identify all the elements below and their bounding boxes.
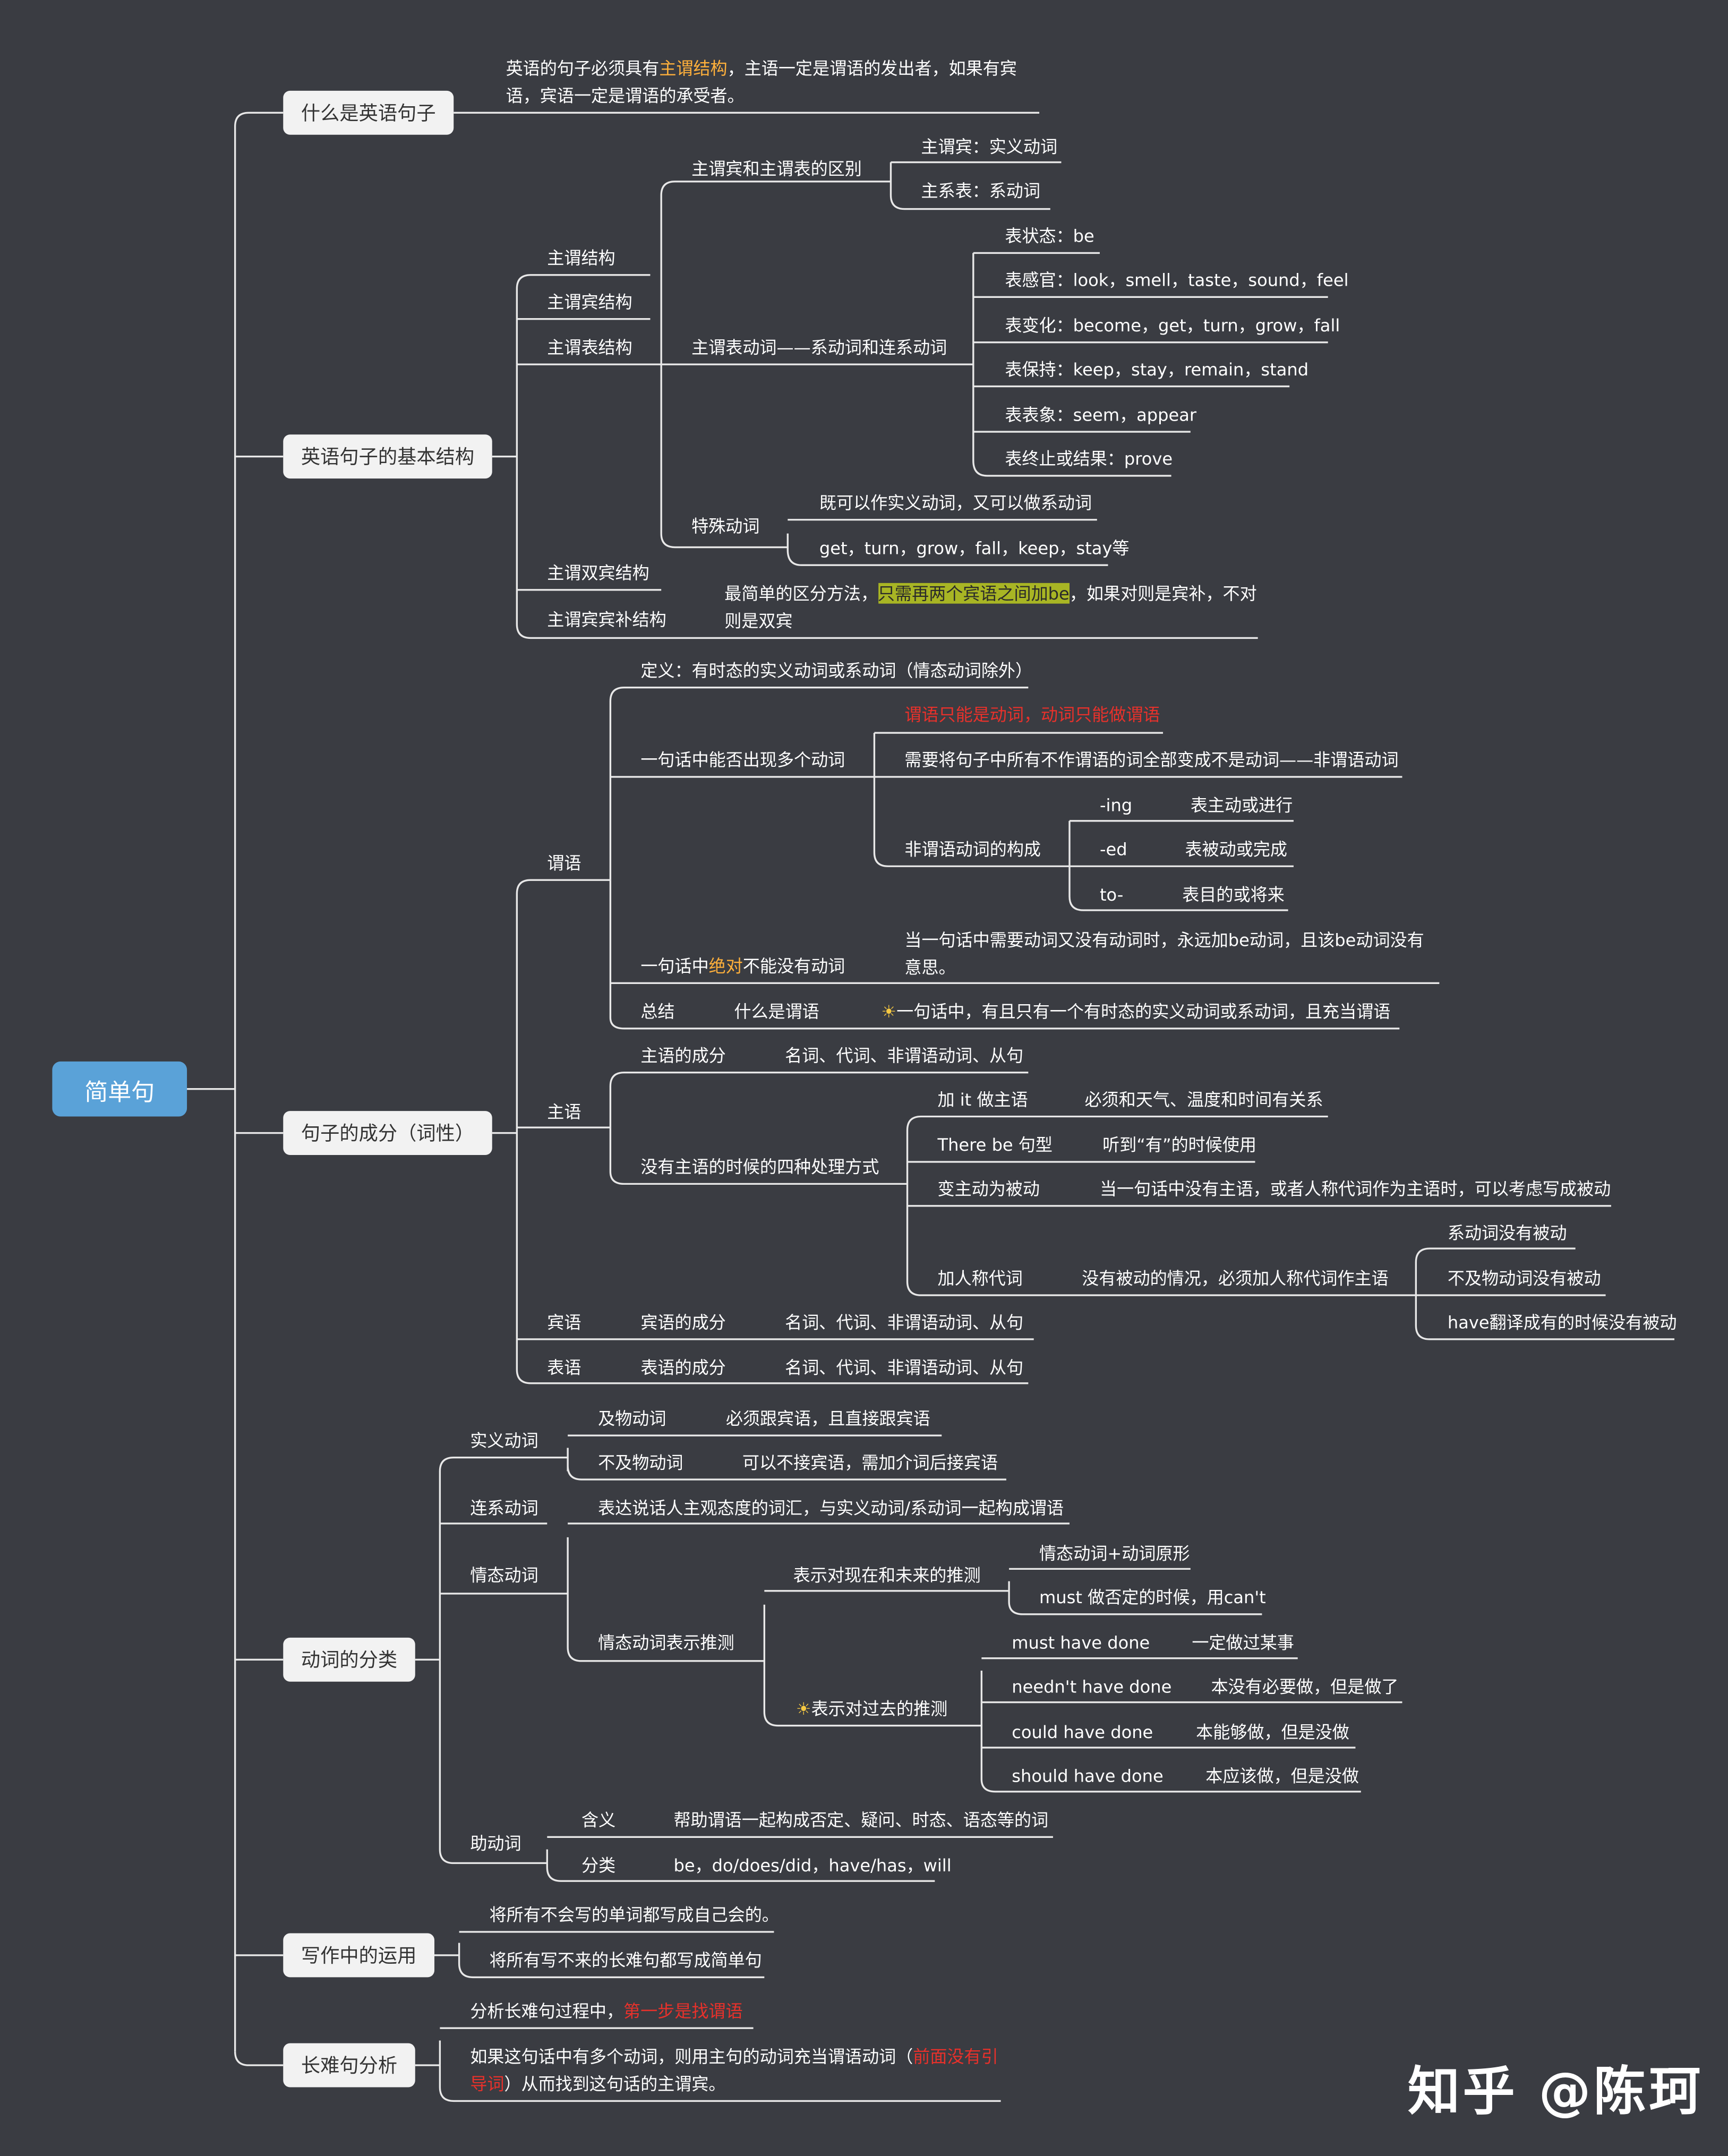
b3-to: to- xyxy=(1099,884,1124,905)
b3-subject-comp: 主语的成分 xyxy=(640,1045,726,1066)
b3-no-subject-2: There be 句型 xyxy=(937,1134,1053,1155)
sun-icon: ☀ xyxy=(881,1000,897,1022)
b3-nonfinite: 非谓语动词的构成 xyxy=(904,839,1041,860)
b4-present-2: must 做否定的时候，用can't xyxy=(1039,1587,1266,1607)
b3-definition: 定义：有时态的实义动词或系动词（情态动词除外） xyxy=(640,660,1033,681)
b1-description: 英语的句子必须具有主谓结构，主语一定是谓语的发出者，如果有宾语，宾语一定是谓语的… xyxy=(506,57,1017,106)
b3-no-subject-1-desc: 必须和天气、温度和时间有关系 xyxy=(1084,1089,1323,1110)
b3-no-subject-4: 加人称代词 xyxy=(937,1268,1023,1289)
b4-past-3-desc: 本能够做，但是没做 xyxy=(1196,1721,1349,1742)
b4-past-inference: ☀表示对过去的推测 xyxy=(795,1698,948,1719)
b4-past-4-desc: 本应该做，但是没做 xyxy=(1205,1765,1359,1786)
b2-link-5: 表表象：seem，appear xyxy=(1005,404,1197,425)
b3-no-subject: 没有主语的时候的四种处理方式 xyxy=(640,1156,879,1177)
b2-svoc: 主谓宾宾补结构 xyxy=(547,609,666,630)
root-node[interactable]: 简单句 xyxy=(52,1061,187,1117)
b4-modal-verbs: 情态动词 xyxy=(470,1564,538,1586)
b3-no-subject-1: 加 it 做主语 xyxy=(937,1089,1028,1110)
b3-subject: 主语 xyxy=(547,1101,581,1122)
branch-basic-structure[interactable]: 英语句子的基本结构 xyxy=(283,434,492,479)
b3-multi-2: 需要将句子中所有不作谓语的词全部变成不是动词——非谓语动词 xyxy=(904,749,1399,770)
b2-double-object-tip: 最简单的区分方法，只需再两个宾语之间加be，如果对则是宾补，不对则是双宾 xyxy=(724,583,1257,631)
b2-diff: 主谓宾和主谓表的区别 xyxy=(691,158,862,179)
b3-object-comp: 宾语的成分 xyxy=(640,1312,726,1333)
b3-no-passive-3: have翻译成有的时候没有被动 xyxy=(1447,1312,1677,1333)
b3-ing-desc: 表主动或进行 xyxy=(1190,794,1293,816)
b2-diff-2: 主系表：系动词 xyxy=(921,180,1040,201)
b2-svoo: 主谓双宾结构 xyxy=(547,562,649,583)
b3-no-subject-4-desc: 没有被动的情况，必须加人称代词作主语 xyxy=(1082,1268,1389,1289)
b4-real-verbs: 实义动词 xyxy=(470,1430,538,1451)
b4-past-2-desc: 本没有必要做，但是做了 xyxy=(1211,1676,1399,1697)
b4-intransitive: 不及物动词 xyxy=(598,1452,683,1473)
b4-present-inference: 表示对现在和未来的推测 xyxy=(793,1564,981,1586)
b2-link-verbs: 主谓表动词——系动词和连系动词 xyxy=(691,337,947,358)
b2-special-2: get，turn，grow，fall，keep，stay等 xyxy=(819,537,1130,559)
b2-svo-intro: 主谓结构 xyxy=(547,247,615,268)
b4-auxiliary: 助动词 xyxy=(470,1833,521,1854)
b3-predicate: 谓语 xyxy=(547,852,581,874)
b3-ing: -ing xyxy=(1099,794,1133,816)
b3-multi-1: 谓语只能是动词，动词只能做谓语 xyxy=(904,704,1160,725)
b3-must-have-verb: 一句话中绝对不能没有动词 xyxy=(640,955,845,977)
b4-aux-class-desc: be，do/does/did，have/has，will xyxy=(673,1854,952,1876)
branch-sentence-components[interactable]: 句子的成分（词性） xyxy=(283,1111,492,1155)
b3-complement-comp-desc: 名词、代词、非谓语动词、从句 xyxy=(785,1357,1024,1378)
b4-past-1: must have done xyxy=(1012,1632,1150,1653)
b2-link-3: 表变化：become，get，turn，grow，fall xyxy=(1005,314,1340,336)
b3-object-comp-desc: 名词、代词、非谓语动词、从句 xyxy=(785,1312,1024,1333)
b2-link-6: 表终止或结果：prove xyxy=(1005,448,1173,469)
b4-linking-verbs: 连系动词 xyxy=(470,1497,538,1518)
b6-analysis-2: 如果这句话中有多个动词，则用主句的动词充当谓语动词（前面没有引导词）从而找到这句… xyxy=(470,2046,998,2094)
b4-modal-desc: 表达说话人主观态度的词汇，与实义动词/系动词一起构成谓语 xyxy=(598,1497,1064,1518)
b3-summary-desc: ☀一句话中，有且只有一个有时态的实义动词或系动词，且充当谓语 xyxy=(881,1000,1391,1022)
b2-diff-1: 主谓宾：实义动词 xyxy=(921,136,1058,157)
b3-no-subject-3-desc: 当一句话中没有主语，或者人称代词作为主语时，可以考虑写成被动 xyxy=(1099,1178,1611,1199)
b4-past-4: should have done xyxy=(1012,1765,1164,1786)
b3-no-subject-2-desc: 听到“有”的时候使用 xyxy=(1102,1134,1256,1155)
branch-writing-use[interactable]: 写作中的运用 xyxy=(283,1933,435,1978)
b4-aux-meaning-desc: 帮助谓语一起构成否定、疑问、时态、语态等的词 xyxy=(673,1809,1049,1830)
b2-svo: 主谓宾结构 xyxy=(547,291,632,312)
b3-multi-verbs: 一句话中能否出现多个动词 xyxy=(640,749,845,770)
b2-link-4: 表保持：keep，stay，remain，stand xyxy=(1005,358,1309,380)
b4-modal-inference: 情态动词表示推测 xyxy=(598,1632,734,1653)
b3-to-desc: 表目的或将来 xyxy=(1182,884,1285,905)
b4-aux-meaning: 含义 xyxy=(581,1809,616,1830)
b3-complement-comp: 表语的成分 xyxy=(640,1357,726,1378)
b2-special: 特殊动词 xyxy=(691,515,760,536)
b3-no-passive-1: 系动词没有被动 xyxy=(1447,1222,1567,1243)
b3-object: 宾语 xyxy=(547,1312,581,1333)
b3-ed: -ed xyxy=(1099,839,1127,860)
b4-past-1-desc: 一定做过某事 xyxy=(1192,1632,1294,1653)
b4-aux-class: 分类 xyxy=(581,1854,616,1876)
b3-complement: 表语 xyxy=(547,1357,581,1378)
branch-what-is-sentence[interactable]: 什么是英语句子 xyxy=(283,90,454,135)
b2-link-2: 表感官：look，smell，taste，sound，feel xyxy=(1005,269,1349,290)
b6-analysis-1: 分析长难句过程中，第一步是找谓语 xyxy=(470,2000,743,2022)
b4-past-3: could have done xyxy=(1012,1721,1153,1742)
branch-long-sentence[interactable]: 长难句分析 xyxy=(283,2043,415,2087)
b3-summary-what: 什么是谓语 xyxy=(734,1000,819,1022)
b3-summary: 总结 xyxy=(640,1000,675,1022)
b3-no-subject-3: 变主动为被动 xyxy=(937,1178,1040,1199)
b4-transitive: 及物动词 xyxy=(598,1408,666,1429)
watermark: 知乎 @陈珂 xyxy=(1407,2061,1704,2122)
branch-verb-types[interactable]: 动词的分类 xyxy=(283,1637,415,1682)
b4-intransitive-desc: 可以不接宾语，需加介词后接宾语 xyxy=(742,1452,998,1473)
b3-no-passive-2: 不及物动词没有被动 xyxy=(1447,1268,1601,1289)
b2-svc: 主谓表结构 xyxy=(547,337,632,358)
b2-link-1: 表状态：be xyxy=(1005,225,1094,246)
b3-ed-desc: 表被动或完成 xyxy=(1185,839,1287,860)
b5-writing-2: 将所有写不来的长难句都写成简单句 xyxy=(489,1949,762,1971)
b3-subject-comp-desc: 名词、代词、非谓语动词、从句 xyxy=(785,1045,1024,1066)
b4-past-2: needn't have done xyxy=(1012,1676,1172,1697)
sun-icon: ☀ xyxy=(795,1698,811,1719)
b2-special-1: 既可以作实义动词，又可以做系动词 xyxy=(819,492,1092,513)
b5-writing-1: 将所有不会写的单词都写成自己会的。 xyxy=(489,1904,779,1925)
b4-transitive-desc: 必须跟宾语，且直接跟宾语 xyxy=(725,1408,930,1429)
b4-present-1: 情态动词+动词原形 xyxy=(1039,1543,1190,1564)
b3-must-have-verb-desc: 当一句话中需要动词又没有动词时，永远加be动词，且该be动词没有意思。 xyxy=(904,929,1424,978)
